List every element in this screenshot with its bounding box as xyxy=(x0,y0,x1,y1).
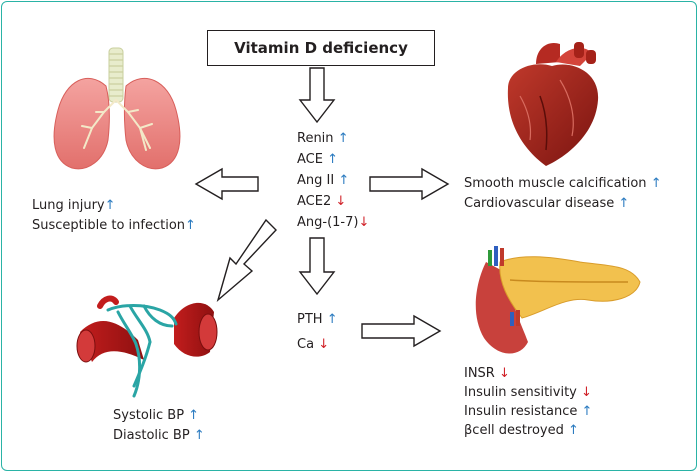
up-arrow-icon: ↑ xyxy=(568,423,579,438)
heart-effects: Smooth muscle calcification ↑ Cardiovasc… xyxy=(464,174,662,214)
calcium-list: PTH ↑ Ca ↓ xyxy=(297,307,338,357)
down-arrow-icon: ↓ xyxy=(498,366,510,381)
up-arrow-icon: ↑ xyxy=(188,408,200,423)
list-item: ACE ↑ xyxy=(297,152,339,167)
list-item: Ang II ↑ xyxy=(297,173,350,188)
list-item: Insulin sensitivity ↓ xyxy=(464,385,592,400)
down-arrow-icon: ↓ xyxy=(358,215,370,230)
heart-icon xyxy=(507,42,599,166)
up-arrow-icon: ↑ xyxy=(338,173,350,188)
up-arrow-icon: ↑ xyxy=(326,312,338,327)
list-item: INSR ↓ xyxy=(464,366,510,381)
up-arrow-icon: ↑ xyxy=(327,152,339,167)
up-arrow-icon: ↑ xyxy=(618,196,630,211)
title-text: Vitamin D deficiency xyxy=(234,39,408,57)
pancreas-effects: INSR ↓ Insulin sensitivity ↓ Insulin res… xyxy=(464,364,592,440)
down-arrow-icon: ↓ xyxy=(581,385,592,400)
list-item: Ang-(1-7)↓ xyxy=(297,215,370,230)
up-arrow-icon: ↑ xyxy=(193,428,205,443)
list-item: Cardiovascular disease ↑ xyxy=(464,196,630,211)
lungs-icon xyxy=(53,47,181,170)
raas-list: Renin ↑ ACE ↑ Ang II ↑ ACE2 ↓ Ang-(1-7)↓ xyxy=(297,128,369,233)
list-item: PTH ↑ xyxy=(297,312,338,327)
list-item: Susceptible to infection↑ xyxy=(32,218,196,233)
title-box: Vitamin D deficiency xyxy=(207,30,435,66)
list-item: βcell destroyed ↑ xyxy=(464,423,579,438)
lung-effects: Lung injury↑ Susceptible to infection↑ xyxy=(32,196,196,236)
up-arrow-icon: ↑ xyxy=(581,404,593,419)
arrow-right-heart xyxy=(369,167,450,201)
up-arrow-icon: ↑ xyxy=(337,131,349,146)
up-arrow-icon: ↑ xyxy=(650,176,662,191)
list-item: Renin ↑ xyxy=(297,131,349,146)
list-item: Insulin resistance ↑ xyxy=(464,404,593,419)
up-arrow-icon: ↑ xyxy=(185,218,196,233)
arrow-right-pancreas xyxy=(361,314,442,348)
list-item: ACE2 ↓ xyxy=(297,194,347,209)
down-arrow-icon: ↓ xyxy=(318,337,330,352)
list-item: Ca ↓ xyxy=(297,337,330,352)
list-item: Smooth muscle calcification ↑ xyxy=(464,176,662,191)
up-arrow-icon: ↑ xyxy=(104,198,116,213)
blood-vessel-icon xyxy=(76,295,218,398)
list-item: Systolic BP ↑ xyxy=(113,408,200,423)
down-arrow-icon: ↓ xyxy=(335,194,347,209)
arrow-left-lung xyxy=(194,167,259,201)
list-item: Lung injury↑ xyxy=(32,198,116,213)
list-item: Diastolic BP ↑ xyxy=(113,428,205,443)
arrow-down-top xyxy=(298,67,336,124)
pancreas-icon xyxy=(475,246,641,354)
arrow-down-middle xyxy=(298,237,336,296)
arrow-diagonal-vessel xyxy=(216,218,277,303)
vessel-effects: Systolic BP ↑ Diastolic BP ↑ xyxy=(113,406,205,446)
